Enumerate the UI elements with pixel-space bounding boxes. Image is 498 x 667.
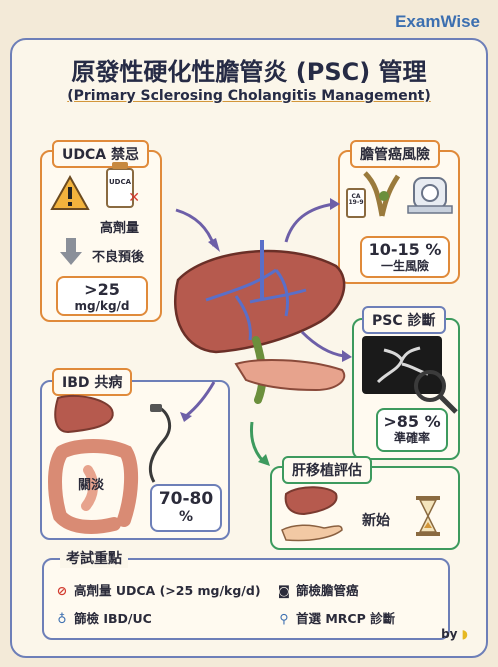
arrow-liver-to-cancer bbox=[284, 198, 340, 243]
byline-text: by bbox=[441, 627, 458, 641]
dose-value: >25 bbox=[84, 280, 120, 299]
accuracy-value: >85 % bbox=[383, 412, 441, 431]
udca-label: UDCA 禁忌 bbox=[52, 140, 149, 168]
arrow-liver-to-transplant bbox=[250, 421, 270, 466]
stethoscope-icon: ♁ bbox=[57, 611, 67, 626]
liver-in-hand-icon bbox=[281, 486, 343, 542]
note-screen-cholangiocarcinoma: ◙ 篩檢膽管癌 bbox=[276, 580, 359, 599]
down-arrow-icon bbox=[60, 238, 82, 265]
arrow-liver-to-ibd bbox=[180, 381, 216, 422]
note-text: 首選 MRCP 診斷 bbox=[296, 611, 396, 626]
diagnosis-accuracy-stat: >85 % 準確率 bbox=[376, 408, 448, 452]
exam-notes-title: 考試重點 bbox=[60, 548, 128, 568]
dose-unit: mg/kg/d bbox=[74, 299, 130, 314]
note-text: 篩檢膽管癌 bbox=[296, 583, 359, 598]
bottle-label: UDCA bbox=[108, 178, 132, 186]
banana-icon: ◗ bbox=[461, 627, 468, 641]
exam-notes-panel: 考試重點 ⊘ 高劑量 UDCA (>25 mg/kg/d) ◙ 篩檢膽管癌 ♁ 篩檢 … bbox=[42, 548, 450, 640]
magnifier-icon: ⚲ bbox=[279, 611, 289, 626]
transplant-label: 肝移植評估 bbox=[282, 456, 372, 484]
page-subtitle: (Primary Sclerosing Cholangitis Manageme… bbox=[67, 88, 431, 104]
note-text: 篩檢 IBD/UC bbox=[74, 611, 152, 626]
camera-icon: ◙ bbox=[277, 583, 291, 598]
high-dose-text: 高劑量 bbox=[100, 221, 140, 236]
tumor-marker-text: CA 19-9 bbox=[348, 193, 364, 206]
bile-duct-icon bbox=[363, 171, 401, 217]
ct-scanner-icon bbox=[407, 177, 453, 214]
endoscope-icon bbox=[148, 404, 172, 483]
hourglass-icon bbox=[416, 496, 440, 536]
no-sign-icon: ⊘ bbox=[56, 583, 68, 598]
mrcp-image bbox=[362, 336, 442, 394]
liver-illustration bbox=[173, 240, 346, 404]
ibd-stat-unit: % bbox=[178, 509, 194, 526]
note-high-dose-udca: ⊘ 高劑量 UDCA (>25 mg/kg/d) bbox=[54, 580, 261, 599]
arrow-udca-to-liver bbox=[175, 208, 220, 252]
note-mrcp-diagnosis: ⚲ 首選 MRCP 診斷 bbox=[276, 608, 395, 627]
udca-dose-stat: >25 mg/kg/d bbox=[56, 276, 148, 316]
diagnosis-label: PSC 診斷 bbox=[362, 306, 446, 334]
cancer-risk-stat: 10-15 % 一生風險 bbox=[360, 236, 450, 278]
cancer-risk-label: 膽管癌風險 bbox=[350, 140, 440, 168]
cancer-risk-value: 10-15 % bbox=[368, 240, 442, 259]
note-screen-ibd: ♁ 篩檢 IBD/UC bbox=[54, 608, 152, 627]
transplant-caption: 新始 bbox=[362, 513, 390, 529]
cancer-risk-caption: 一生風險 bbox=[380, 259, 429, 274]
page-title: 原發性硬化性膽管炎 (PSC) 管理 bbox=[71, 58, 427, 86]
note-text: 高劑量 UDCA (>25 mg/kg/d) bbox=[74, 583, 261, 598]
ibd-label: IBD 共病 bbox=[52, 368, 133, 396]
tumor-marker-tube-icon: CA 19-9 bbox=[346, 188, 366, 218]
warning-icon bbox=[50, 174, 90, 210]
magnifier-icon bbox=[414, 370, 458, 414]
ibd-stat: 70-80 % bbox=[150, 484, 222, 532]
accuracy-caption: 準確率 bbox=[393, 431, 430, 446]
cross-icon: ✕ bbox=[128, 190, 140, 206]
brand-logo: ExamWise bbox=[395, 12, 480, 31]
colon-icon bbox=[48, 394, 139, 534]
byline: by ◗ bbox=[441, 627, 468, 641]
udca-bottle-icon: UDCA ✕ bbox=[106, 162, 140, 208]
ibd-stat-value: 70-80 bbox=[158, 489, 214, 509]
ibd-association-text: 關淡 bbox=[78, 478, 105, 493]
poor-prognosis-text: 不良預後 bbox=[92, 250, 145, 265]
arrow-liver-to-diagnosis bbox=[300, 330, 352, 362]
